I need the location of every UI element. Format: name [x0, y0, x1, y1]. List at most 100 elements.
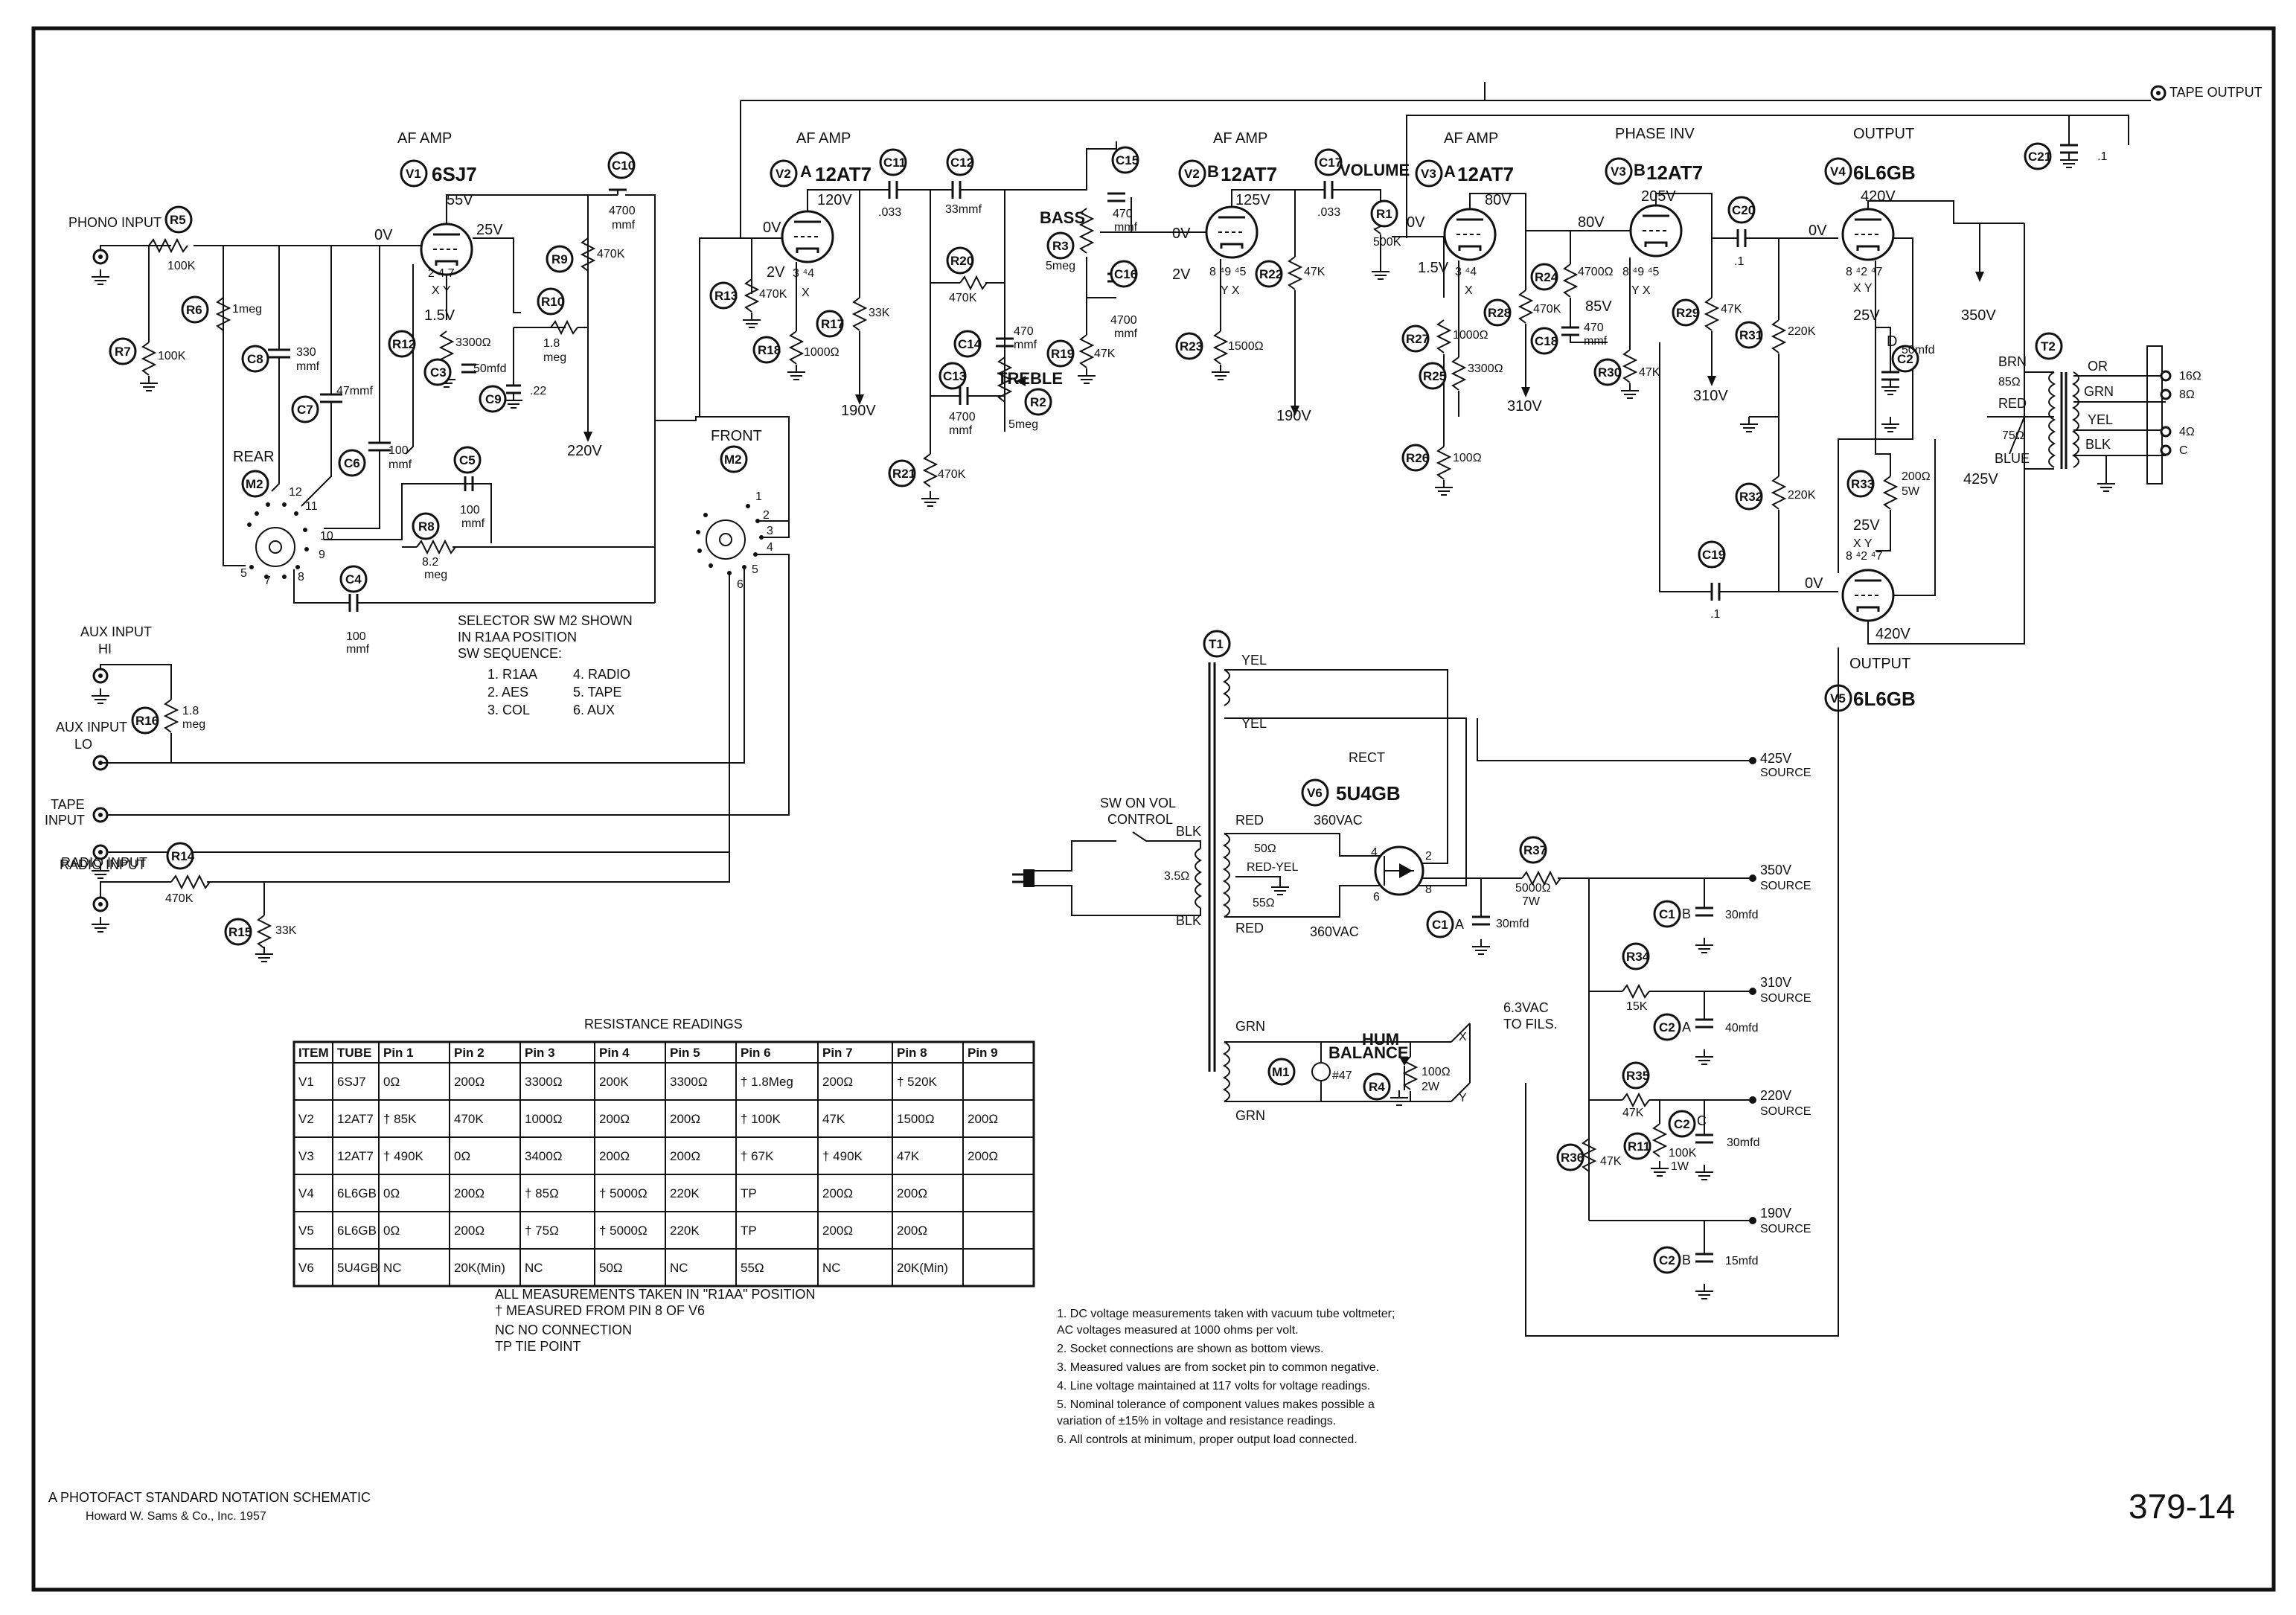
svg-text:R36: R36 — [1561, 1151, 1584, 1165]
svg-text:R3: R3 — [1052, 239, 1069, 253]
svg-text:11: 11 — [305, 500, 318, 513]
svg-text:6. All controls at minimum,: 6. All controls at minimum, proper outpu… — [1057, 1433, 1358, 1446]
svg-text:C12: C12 — [950, 156, 973, 170]
svg-text:C19: C19 — [1702, 548, 1725, 562]
svg-text:SW SEQUENCE:: SW SEQUENCE: — [458, 646, 562, 661]
svg-text:R6: R6 — [186, 303, 202, 317]
table-cell: 200Ω — [822, 1075, 853, 1089]
svg-text:12AT7: 12AT7 — [1457, 163, 1514, 185]
svg-text:6.3VAC: 6.3VAC — [1503, 1000, 1549, 1015]
svg-text:1.8: 1.8 — [182, 705, 199, 717]
svg-text:mmf: mmf — [296, 360, 320, 373]
svg-text:R18: R18 — [758, 343, 781, 357]
svg-text:470K: 470K — [597, 248, 625, 260]
svg-text:5meg: 5meg — [1046, 260, 1075, 272]
svg-text:Y X: Y X — [1631, 284, 1651, 297]
table-cell: V2 — [298, 1112, 314, 1126]
table-cell: 3300Ω — [670, 1075, 708, 1089]
table-cell: 6L6GB — [337, 1186, 377, 1200]
svg-text:55Ω: 55Ω — [1253, 897, 1275, 909]
svg-text:5. TAPE: 5. TAPE — [573, 685, 621, 700]
svg-text:B: B — [1682, 906, 1691, 921]
svg-text:C7: C7 — [297, 403, 313, 417]
svg-text:R14: R14 — [171, 849, 195, 863]
svg-text:.033: .033 — [878, 206, 901, 219]
svg-text:BALANCE: BALANCE — [1328, 1043, 1409, 1062]
table-cell: 200Ω — [670, 1112, 700, 1126]
svg-text:IN R1AA POSITION: IN R1AA POSITION — [458, 630, 577, 645]
svg-text:C10: C10 — [612, 159, 635, 173]
table-cell: 200Ω — [454, 1224, 485, 1238]
svg-text:BLK: BLK — [2085, 437, 2111, 452]
aux-inputs: AUX INPUT HI R16 1.8 meg AUX INPUT LO TA… — [45, 624, 730, 962]
svg-text:310V: 310V — [1760, 975, 1791, 990]
svg-text:R17: R17 — [821, 317, 844, 331]
svg-text:6L6GB: 6L6GB — [1853, 162, 1916, 184]
svg-text:ALL MEASUREMENTS TAKEN IN "R1A: ALL MEASUREMENTS TAKEN IN "R1AA" POSITIO… — [495, 1287, 816, 1302]
svg-text:C: C — [1697, 1113, 1707, 1128]
svg-text:4. RADIO: 4. RADIO — [573, 667, 630, 682]
table-header-cell: Pin 5 — [670, 1046, 700, 1060]
svg-text:R24: R24 — [1535, 270, 1558, 284]
table-cell: 200Ω — [897, 1186, 927, 1200]
svg-text:2: 2 — [1425, 850, 1432, 863]
svg-text:.22: .22 — [530, 385, 546, 397]
svg-text:470K: 470K — [938, 468, 966, 481]
svg-text:mmf: mmf — [461, 517, 485, 530]
svg-text:425V: 425V — [1760, 751, 1791, 766]
svg-text:100K: 100K — [1669, 1147, 1697, 1160]
svg-text:mmf: mmf — [346, 643, 370, 656]
svg-text:R12: R12 — [392, 337, 415, 351]
table-header-cell: Pin 6 — [741, 1046, 771, 1060]
svg-text:360VAC: 360VAC — [1314, 813, 1363, 828]
svg-text:330: 330 — [296, 346, 316, 359]
svg-text:6: 6 — [1373, 891, 1380, 904]
svg-text:120V: 120V — [817, 192, 852, 208]
svg-text:C6: C6 — [344, 456, 360, 470]
table-cell: 20K(Min) — [454, 1261, 505, 1275]
output-stage: OUTPUT V4 6L6GB 420V 0V 25V 8 ⁴2 ⁴7 X Y … — [1485, 85, 2263, 1337]
svg-text:4700: 4700 — [609, 205, 636, 217]
svg-text:3. COL: 3. COL — [487, 703, 530, 717]
svg-text:V3: V3 — [1421, 167, 1436, 181]
table-cell: V3 — [298, 1149, 314, 1163]
svg-text:100: 100 — [460, 504, 480, 517]
svg-text:mmf: mmf — [388, 458, 412, 471]
svg-text:420V: 420V — [1861, 188, 1896, 205]
svg-text:360VAC: 360VAC — [1310, 924, 1359, 939]
svg-text:7W: 7W — [1522, 895, 1541, 908]
svg-text:V4: V4 — [1830, 164, 1846, 179]
svg-text:8: 8 — [298, 571, 304, 583]
table-cell: NC — [822, 1261, 841, 1275]
svg-text:2V: 2V — [767, 264, 785, 281]
svg-text:85Ω: 85Ω — [1998, 376, 2021, 388]
table-cell: V5 — [298, 1224, 314, 1238]
svg-text:R22: R22 — [1259, 267, 1282, 281]
svg-text:R31: R31 — [1739, 328, 1762, 342]
svg-text:C15: C15 — [1116, 153, 1139, 167]
svg-text:4: 4 — [1371, 846, 1378, 859]
table-cell: 470K — [454, 1112, 484, 1126]
svg-text:25V: 25V — [1853, 517, 1880, 534]
table-header-cell: Pin 2 — [454, 1046, 485, 1060]
svg-text:C2: C2 — [1674, 1117, 1690, 1131]
svg-text:8 ⁴9 ⁴5: 8 ⁴9 ⁴5 — [1209, 266, 1246, 278]
svg-text:12AT7: 12AT7 — [1221, 163, 1277, 185]
svg-text:12AT7: 12AT7 — [815, 163, 872, 185]
table-cell: 200Ω — [897, 1224, 927, 1238]
svg-text:C8: C8 — [247, 352, 263, 366]
svg-text:AF AMP: AF AMP — [397, 130, 452, 147]
svg-text:1W: 1W — [1671, 1160, 1689, 1173]
svg-text:8 ⁴9 ⁴5: 8 ⁴9 ⁴5 — [1622, 266, 1659, 278]
svg-text:3: 3 — [767, 525, 773, 537]
svg-text:X: X — [1465, 284, 1473, 297]
svg-text:8Ω: 8Ω — [2179, 388, 2195, 401]
svg-text:BRN: BRN — [1998, 354, 2027, 369]
table-cell: 12AT7 — [337, 1149, 374, 1163]
svg-text:R8: R8 — [418, 519, 435, 534]
table-cell: V6 — [298, 1261, 314, 1275]
svg-text:R35: R35 — [1626, 1069, 1649, 1083]
svg-text:0V: 0V — [1809, 223, 1827, 239]
svg-text:100K: 100K — [158, 350, 186, 362]
